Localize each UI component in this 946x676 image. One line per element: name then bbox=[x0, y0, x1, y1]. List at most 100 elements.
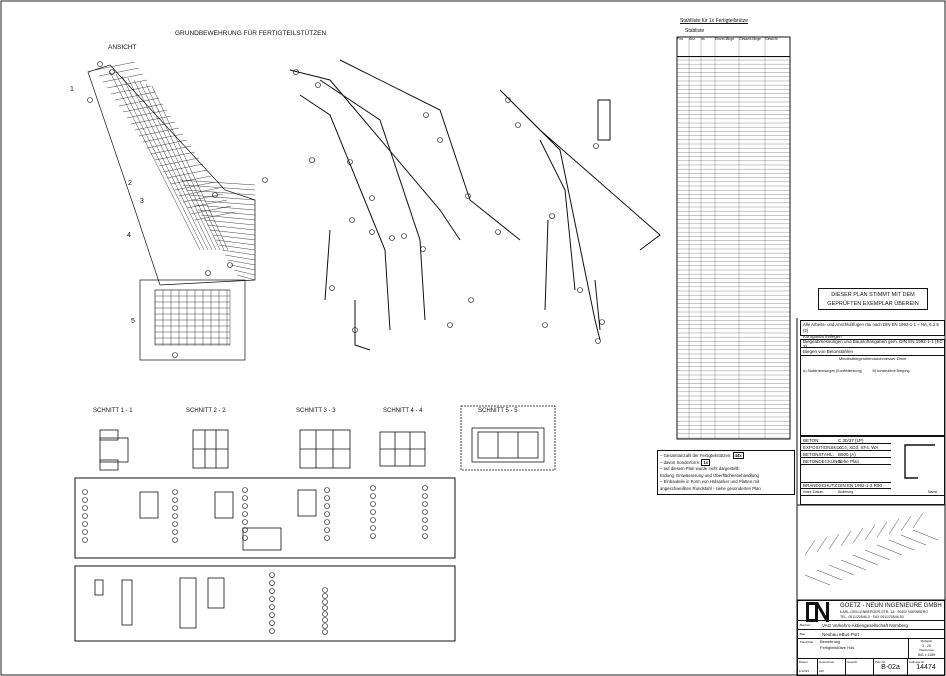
position-marker bbox=[370, 525, 376, 531]
position-marker bbox=[205, 270, 211, 276]
rev-date: Datum bbox=[813, 490, 824, 494]
position-marker bbox=[322, 587, 328, 593]
position-marker bbox=[227, 262, 233, 268]
position-marker bbox=[577, 287, 583, 293]
stamp-line-2: GEPRÜFTEN EXEMPLAR ÜBEREIN bbox=[827, 301, 919, 307]
position-marker bbox=[293, 69, 299, 75]
company-address: KARL-GRILLENBERGER-STR. 1A · 90402 NÜRNB… bbox=[840, 610, 929, 614]
position-marker bbox=[324, 527, 330, 533]
rev-change: Änderung bbox=[838, 490, 854, 494]
scale: 1 : 20 bbox=[922, 643, 931, 648]
note-total: Gesamtanzahl der Fertigteilstützen: bbox=[663, 453, 732, 458]
position-marker bbox=[82, 537, 88, 543]
position-marker bbox=[172, 521, 178, 527]
position-marker bbox=[172, 513, 178, 519]
format-label: Planformat bbox=[919, 648, 934, 652]
position-marker bbox=[172, 537, 178, 543]
scale-label: Maßstab bbox=[920, 639, 933, 643]
col-single-length: Einzel-länge bbox=[715, 37, 735, 41]
position-marker bbox=[422, 533, 428, 539]
position-marker bbox=[109, 69, 115, 75]
position-marker bbox=[269, 596, 275, 602]
position-marker bbox=[269, 580, 275, 586]
position-marker bbox=[542, 322, 548, 328]
position-marker bbox=[322, 629, 328, 635]
stamp-line-1: DIESER PLAN STIMMT MIT DEM bbox=[831, 292, 915, 298]
position-marker bbox=[515, 122, 521, 128]
drawing-title: GRUNDBEWEHRUNG FÜR FERTIGTEILSTÜTZEN bbox=[175, 30, 327, 37]
position-marker bbox=[242, 519, 248, 525]
rev-index: Index bbox=[803, 490, 812, 494]
position-marker bbox=[324, 519, 330, 525]
position-marker bbox=[322, 593, 328, 599]
position-marker bbox=[422, 509, 428, 515]
section-1-label: SCHNITT 1 - 1 bbox=[93, 408, 133, 414]
plan-number: B-02a bbox=[881, 664, 900, 671]
project-label: Bau bbox=[800, 632, 806, 636]
position-marker bbox=[324, 535, 330, 541]
bending-title: Biegen von Betonstählen bbox=[801, 348, 944, 356]
position-marker bbox=[172, 505, 178, 511]
position-marker bbox=[370, 533, 376, 539]
checked-label: Geprüft bbox=[846, 659, 874, 675]
joint-note-2: Kornganlat freilegen bbox=[803, 334, 842, 339]
position-marker bbox=[322, 599, 328, 605]
note-special: davon Sonderform: bbox=[663, 459, 701, 465]
position-marker bbox=[593, 143, 599, 149]
section-3-label: SCHNITT 3 - 3 bbox=[296, 408, 336, 414]
material-label: BETONSTAHL: bbox=[803, 451, 834, 457]
bar-list-table: Pos Anz. ds Einzel-länge Gesamt-länge Ge… bbox=[677, 37, 790, 57]
joint-note-1: Alle Arbeits- und Anschlußfugen rau nach… bbox=[803, 322, 939, 333]
position-marker bbox=[242, 503, 248, 509]
content-label: Planinhalt bbox=[800, 640, 814, 644]
company-name: GOETZ - NEUN INGENIEURE GMBH bbox=[840, 603, 942, 609]
position-marker bbox=[82, 521, 88, 527]
material-label: BETONDECKUNG: bbox=[803, 458, 843, 464]
fire-label: BRANDSCHUTZ: bbox=[803, 483, 839, 488]
position-marker bbox=[422, 517, 428, 523]
position-marker bbox=[347, 159, 353, 165]
material-value: B500 (A) bbox=[838, 451, 856, 457]
material-row: BETON:C 30/37 (LP) bbox=[801, 437, 891, 444]
position-marker bbox=[322, 611, 328, 617]
position-marker bbox=[242, 495, 248, 501]
position-marker bbox=[82, 513, 88, 519]
position-marker bbox=[97, 61, 103, 67]
position-marker bbox=[269, 572, 275, 578]
col-ds: ds bbox=[701, 37, 705, 41]
material-label: BETON: bbox=[803, 437, 820, 443]
position-marker bbox=[269, 588, 275, 594]
total-count: 44x bbox=[732, 452, 744, 459]
client: VAG Verkehrs-Aktiengesellschaft Nürnberg bbox=[822, 622, 908, 628]
section-mark-1: 1 bbox=[70, 86, 74, 93]
position-marker bbox=[324, 495, 330, 501]
position-marker bbox=[437, 137, 443, 143]
min-diameter-title: Mindestbiegerollendurchmesser Dmin bbox=[838, 356, 907, 361]
position-marker bbox=[468, 297, 474, 303]
position-marker bbox=[212, 192, 218, 198]
position-marker bbox=[172, 489, 178, 495]
position-marker bbox=[315, 82, 321, 88]
material-row: BETONSTAHL: B500 (A) bbox=[801, 451, 891, 458]
approval-stamp: DIESER PLAN STIMMT MIT DEM GEPRÜFTEN EXE… bbox=[818, 288, 928, 310]
material-value: XC4, XD3, XF4, WA bbox=[838, 444, 879, 450]
position-marker bbox=[82, 505, 88, 511]
bend-detail bbox=[904, 444, 935, 479]
col-pos: Pos bbox=[677, 37, 684, 41]
format: 841 x 1189 bbox=[917, 652, 936, 657]
position-marker bbox=[82, 529, 88, 535]
col-count: Anz. bbox=[689, 37, 697, 41]
note-not-shown: auf diesem Plan wurde nicht dargestellt: bbox=[663, 466, 740, 471]
position-marker bbox=[269, 628, 275, 634]
drawn: AW bbox=[819, 669, 824, 673]
rev-name: Name bbox=[928, 490, 938, 494]
material-label: EXPOSITIONSKL.: bbox=[803, 444, 842, 450]
project: Neubau eBus-Port bbox=[822, 631, 860, 637]
position-marker bbox=[370, 493, 376, 499]
section-2-label: SCHNITT 2 - 2 bbox=[186, 408, 226, 414]
position-marker bbox=[329, 285, 335, 291]
position-marker bbox=[389, 235, 395, 241]
note-embedded: Einbauteile in Form von Hülsanker und Pl… bbox=[663, 479, 760, 484]
client-label: Bauherr bbox=[800, 623, 811, 627]
